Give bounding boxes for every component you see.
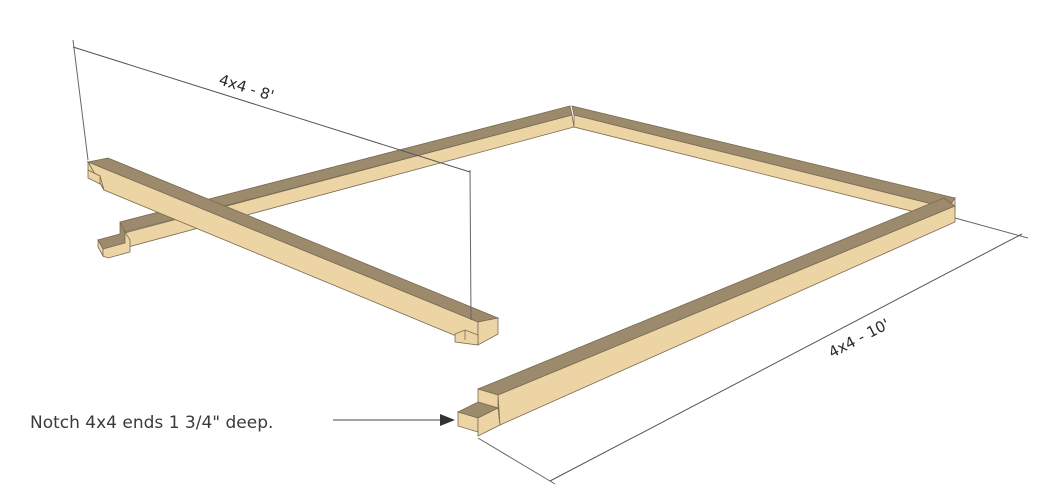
loose-beam-8ft — [86, 157, 500, 346]
notch-note-text: Notch 4x4 ends 1 3/4" deep. — [30, 413, 273, 433]
frame-front-right-beam-10ft — [456, 197, 956, 437]
arrow-head-icon — [440, 414, 455, 426]
frame-back-right-beam — [571, 105, 956, 222]
notch-annotation: Notch 4x4 ends 1 3/4" deep. — [30, 413, 455, 433]
dimension-long-beam: 4x4 - 10' — [477, 217, 1029, 485]
dimension-label-8ft: 4x4 - 8' — [217, 71, 276, 105]
dimension-label-10ft: 4x4 - 10' — [826, 315, 893, 361]
frame-back-left-beam — [97, 105, 575, 259]
